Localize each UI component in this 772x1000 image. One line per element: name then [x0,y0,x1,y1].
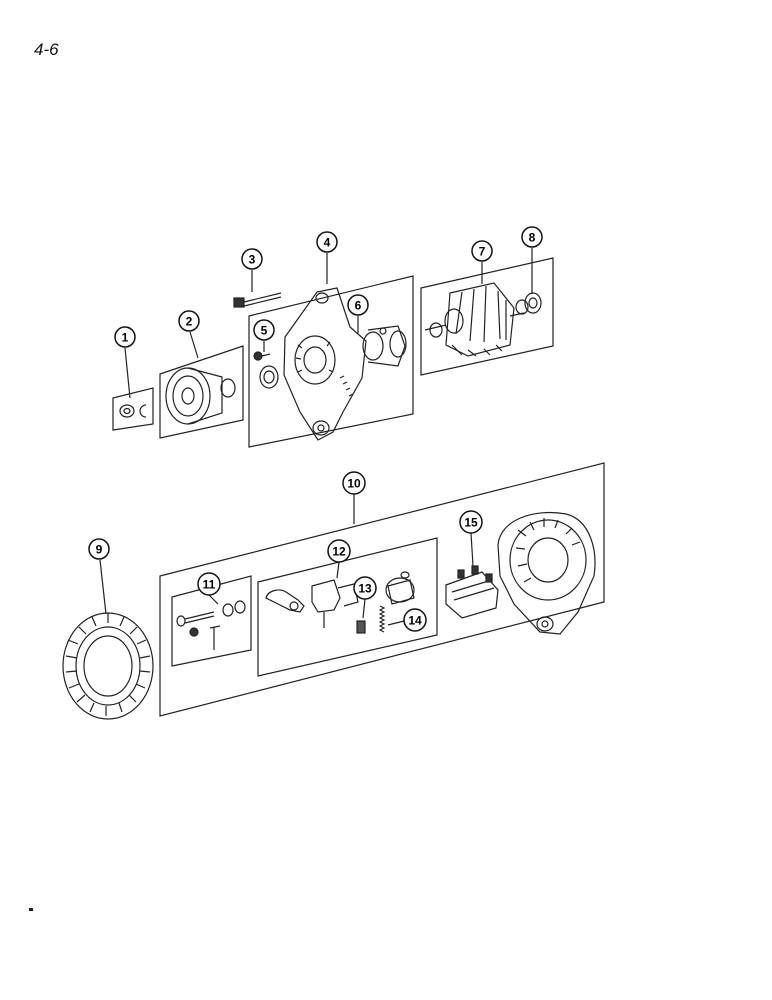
insulator-part [222,600,246,617]
callout-label: 4 [324,236,331,250]
callout-10: 10 [342,471,366,495]
callout-label: 12 [332,545,346,559]
terminal-strap-part [189,625,221,650]
callout-14: 14 [403,608,427,632]
callout-9: 9 [88,538,110,560]
pulley-part [165,367,236,425]
bearing-part [362,325,407,367]
callout-label: 11 [203,578,216,592]
callout-12: 12 [327,539,351,563]
panel-brush-holder [257,537,438,677]
callout-label: 6 [355,299,362,313]
panel-rear-housing-assembly [159,462,605,717]
callout-15: 15 [459,510,483,534]
panel-part-1 [112,387,154,431]
panel-part-11 [171,575,252,667]
washer-clip-part [119,404,147,418]
rear-bearing-part [515,292,542,315]
callout-label: 3 [249,253,256,267]
callout-label: 1 [122,331,129,345]
callout-3: 3 [241,248,263,270]
leader-lines [99,248,533,626]
panel-part-2 [159,345,244,439]
screw-part [253,351,271,361]
terminal-bolt-part [176,611,215,627]
callout-label: 2 [186,315,193,329]
regulator-cap-part [385,571,415,605]
callout-label: 14 [408,614,422,628]
front-housing-part [283,287,367,441]
callout-label: 7 [479,245,486,259]
callout-5: 5 [253,319,275,341]
callout-11: 11 [197,572,221,596]
spring-part [378,605,386,633]
brush-holder-part [311,579,359,628]
seal-ring-part [259,365,279,389]
callout-13: 13 [353,576,377,600]
callout-label: 5 [261,324,268,338]
bracket-part [265,589,305,613]
callout-6: 6 [347,294,369,316]
callout-label: 10 [347,477,361,491]
callout-4: 4 [316,231,338,253]
callout-2: 2 [178,310,200,332]
page-number: 4-6 [34,40,59,59]
callout-label: 8 [529,231,536,245]
scan-speck [29,908,33,911]
callout-label: 15 [464,516,478,530]
through-bolt-part [233,292,282,308]
rotor-part [424,282,525,357]
callout-8: 8 [521,226,543,248]
panel-front-housing [248,275,414,448]
stator-part [62,612,154,720]
panel-rotor [420,257,554,376]
callout-label: 13 [358,582,372,596]
callout-label: 9 [96,543,103,557]
callout-7: 7 [471,240,493,262]
callout-1: 1 [114,326,136,348]
rectifier-part [445,565,499,619]
rear-housing-part [497,511,596,635]
brush-part [356,620,366,634]
